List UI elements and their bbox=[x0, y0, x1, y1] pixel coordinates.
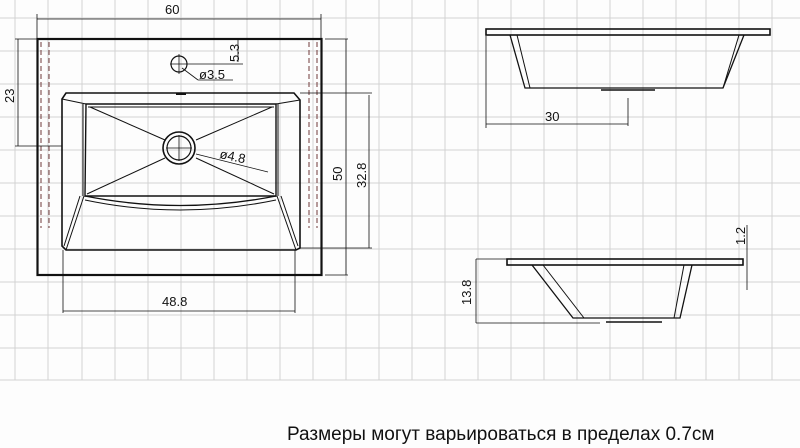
dim-tap-hole-offset: 5.3 bbox=[227, 44, 242, 62]
dim-bowl-depth: 32.8 bbox=[354, 163, 369, 188]
grid bbox=[0, 0, 800, 381]
dim-overall-width: 60 bbox=[165, 2, 179, 17]
side-view bbox=[485, 28, 771, 128]
top-view-dimensions bbox=[15, 14, 372, 313]
dim-drain-offset: 30 bbox=[545, 109, 559, 124]
dim-slab-thickness: 1.2 bbox=[733, 227, 748, 245]
dim-tap-hole-diameter: ø3.5 bbox=[199, 67, 225, 82]
dimension-tolerance-note: Размеры могут варьироваться в пределах 0… bbox=[287, 424, 715, 445]
dim-total-height: 13.8 bbox=[459, 280, 474, 305]
dim-overall-depth: 50 bbox=[330, 167, 345, 181]
dim-bowl-width: 48.8 bbox=[162, 294, 187, 309]
dim-front-to-bowl: 23 bbox=[2, 89, 17, 103]
front-view bbox=[475, 225, 748, 324]
dim-drain-diameter: ø4.8 bbox=[218, 146, 247, 166]
top-view-dim-labels: 60 48.8 ø3.5 ø4.8 23 5.3 50 32.8 bbox=[2, 2, 369, 309]
top-view bbox=[36, 37, 323, 277]
